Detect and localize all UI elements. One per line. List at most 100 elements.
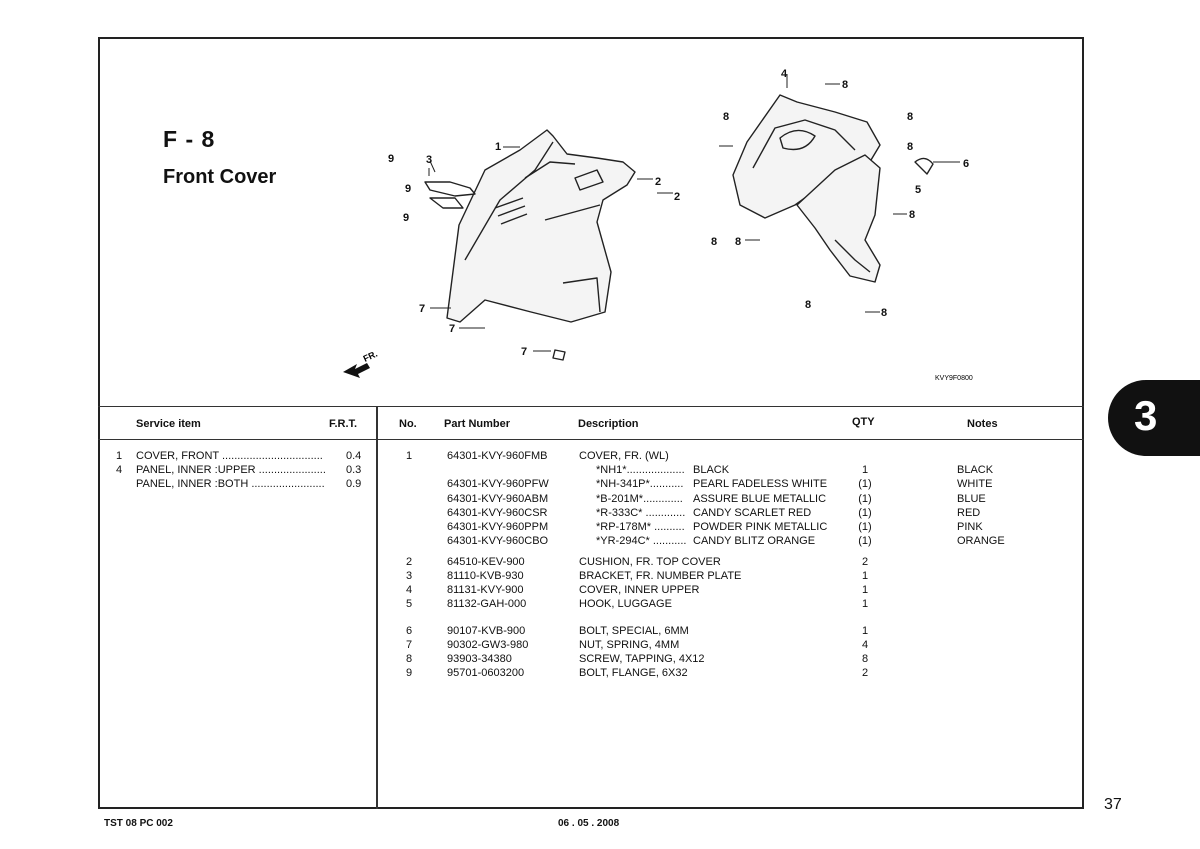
callout-8: 8 [723,111,729,123]
front-cover-part [446,129,636,323]
part-number-cell: 64301-KVY-960CSR [447,507,548,519]
qty-cell: 4 [861,639,869,651]
svg-text:FR.: FR. [362,349,379,364]
qty-cell: 2 [861,667,869,679]
section-tab: 3 [1108,380,1200,456]
notes-header: Notes [967,418,998,430]
part-no-cell: 8 [406,653,413,665]
callout-8: 8 [909,209,915,221]
callout-6: 6 [963,158,969,170]
qty-cell: 1 [861,570,869,582]
service-frt: 0.9 [346,478,362,490]
color-code-cell: *NH1*................... [596,464,685,476]
description-cell: COVER, FR. (WL) [579,450,669,462]
description-cell: SCREW, TAPPING, 4X12 [579,653,705,665]
callout-1: 1 [495,141,501,153]
part-no-cell: 6 [406,625,413,637]
inner-upper-cover-part [732,94,881,219]
page-frame [98,37,1084,809]
description-cell: POWDER PINK METALLIC [693,521,828,533]
callout-8: 8 [842,79,848,91]
notes-cell: PINK [957,521,983,533]
description-cell: HOOK, LUGGAGE [579,598,672,610]
footer-date: 06 . 05 . 2008 [558,818,620,829]
parts-diagram: 1 2 2 3 4 5 6 7 7 7 8 8 8 8 8 8 8 8 8 9 … [343,68,973,382]
part-number-cell: 64510-KEV-900 [447,556,525,568]
callout-8: 8 [907,111,913,123]
callout-2: 2 [655,176,661,188]
color-code-cell: *YR-294C* ........... [596,535,687,547]
callout-8: 8 [907,141,913,153]
description-cell: ASSURE BLUE METALLIC [693,493,827,505]
part-no-cell: 9 [406,667,413,679]
no-header: No. [399,418,417,430]
part-no-cell: 2 [406,556,413,568]
section-code: F - 8 [163,126,216,152]
notes-cell: WHITE [957,478,993,490]
color-code-cell: *RP-178M* .......... [596,521,685,533]
description-cell: NUT, SPRING, 4MM [579,639,680,651]
part-number-cell: 64301-KVY-960PFW [447,478,549,490]
callout-9: 9 [403,212,409,224]
section-title: Front Cover [163,166,277,188]
callout-2: 2 [674,191,680,203]
part-number-cell: 93903-34380 [447,653,512,665]
callout-7: 7 [449,323,455,335]
qty-cell: (1) [858,507,872,519]
page-number: 37 [1104,796,1122,813]
part-number-cell: 64301-KVY-960PPM [447,521,549,533]
part-number-cell: 81132-GAH-000 [447,598,527,610]
notes-cell: BLACK [957,464,994,476]
part-number-cell: 95701-0603200 [447,667,525,679]
description-header: Description [578,418,639,430]
callout-8: 8 [805,299,811,311]
description-cell: CANDY BLITZ ORANGE [693,535,816,547]
notes-cell: BLUE [957,493,986,505]
part-number-cell: 90107-KVB-900 [447,625,526,637]
part-number-cell: 90302-GW3-980 [447,639,529,651]
part-number-cell: 81110-KVB-930 [447,570,524,582]
color-code-cell: *B-201M*............. [596,493,683,505]
service-frt: 0.4 [346,450,362,462]
callout-7: 7 [419,303,425,315]
callout-4: 4 [781,68,788,80]
description-cell: BLACK [693,464,730,476]
part-number-cell: 81131-KVY-900 [447,584,524,596]
color-code-cell: *NH-341P*........... [596,478,684,490]
part-number-cell: 64301-KVY-960CBO [447,535,549,547]
qty-cell: 1 [861,464,869,476]
table-divider [376,406,378,809]
callout-8: 8 [735,236,741,248]
frt-header: F.R.T. [329,418,358,430]
description-cell: COVER, INNER UPPER [579,584,700,596]
description-cell: CANDY SCARLET RED [693,507,812,519]
forward-arrow-icon: FR. [343,349,379,378]
qty-cell: 1 [861,598,869,610]
notes-cell: RED [957,507,981,519]
description-cell: CUSHION, FR. TOP COVER [579,556,721,568]
part-no-cell: 3 [406,570,413,582]
part-number-cell: 64301-KVY-960ABM [447,493,549,505]
callout-8: 8 [711,236,717,248]
qty-cell: (1) [858,493,872,505]
table-top-rule [98,406,1084,407]
inner-lower-panel-part [796,154,881,283]
part-number-cell: 64301-KVY-960FMB [447,450,548,462]
part-no-cell: 5 [406,598,413,610]
description-cell: PEARL FADELESS WHITE [693,478,828,490]
callout-7: 7 [521,346,527,358]
footer-doc-code: TST 08 PC 002 [104,818,173,829]
qty-header: QTY [852,416,875,428]
qty-cell: (1) [858,535,872,547]
part-number-header: Part Number [444,418,511,430]
qty-cell: 1 [861,625,869,637]
diagram-code: KVY9F0800 [935,375,973,382]
service-frt: 0.3 [346,464,362,476]
qty-cell: 2 [861,556,869,568]
callout-8: 8 [881,307,887,319]
qty-cell: (1) [858,521,872,533]
callout-9: 9 [388,153,394,165]
qty-cell: 1 [861,584,869,596]
